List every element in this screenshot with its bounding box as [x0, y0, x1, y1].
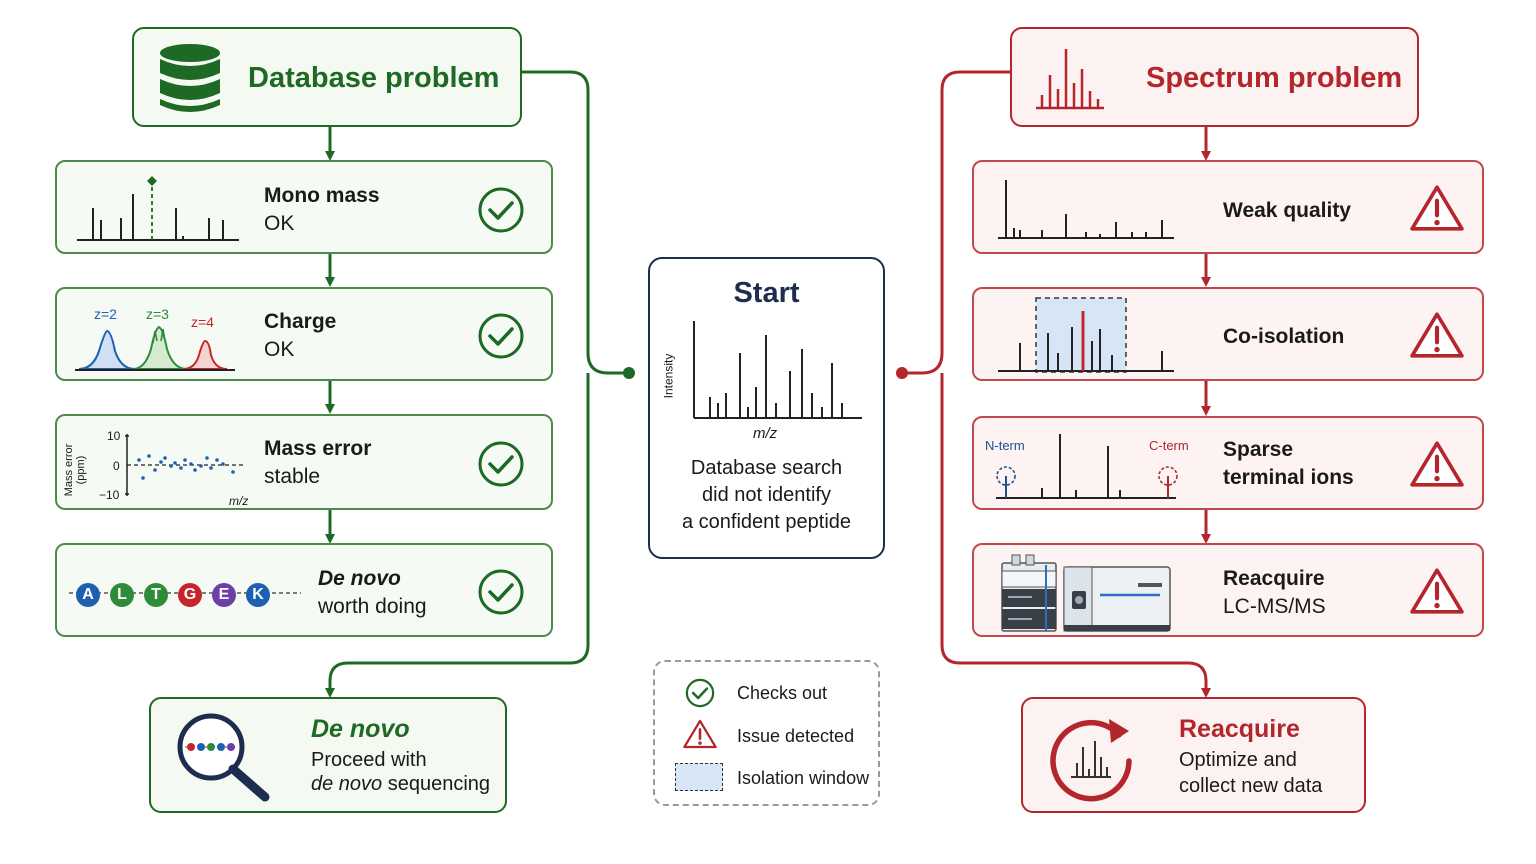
- sparse-title: Sparse: [1223, 438, 1294, 461]
- reacquire-outcome-line2: collect new data: [1179, 775, 1323, 797]
- red-trunk: [903, 70, 1010, 375]
- step-weak-quality: Weak quality: [972, 160, 1484, 254]
- co-isolation-title: Co-isolation: [1223, 325, 1345, 348]
- database-problem-header: Database problem: [132, 27, 522, 127]
- ytick-0: 0: [113, 459, 120, 473]
- residue-e: E: [212, 583, 236, 607]
- legend: Checks out Issue detected Isolation wind…: [653, 660, 880, 806]
- de-novo-italic: de novo: [311, 773, 383, 795]
- n-term-label: N-term: [985, 438, 1025, 453]
- isolation-window-swatch: [675, 763, 723, 791]
- start-line-2: did not identify: [702, 484, 831, 506]
- weak-spectrum: [998, 180, 1174, 239]
- refresh-cycle-icon: [1050, 719, 1132, 802]
- start-ylabel: Intensity: [661, 353, 676, 399]
- check-circle-icon: [685, 678, 715, 708]
- step-reacquire-lcms: Reacquire LC-MS/MS: [972, 543, 1484, 637]
- weak-quality-title: Weak quality: [1223, 199, 1351, 222]
- de-novo-title: De novo: [318, 567, 401, 590]
- warning-triangle-icon: [1410, 312, 1464, 358]
- start-xlabel: m/z: [753, 425, 778, 442]
- charge-title: Charge: [264, 310, 337, 333]
- reacquire-outcome: Reacquire Optimize and collect new data: [1021, 697, 1366, 813]
- green-branch-outcome: [325, 373, 590, 698]
- de-novo-status: worth doing: [318, 595, 427, 618]
- reacquire-step-sub: LC-MS/MS: [1223, 595, 1326, 618]
- step-mass-error: Mass error (ppm) 10 0 −10 m/z Mass error…: [55, 414, 553, 510]
- spectrum-problem-header: Spectrum problem: [1010, 27, 1419, 127]
- de-novo-outcome-line1: Proceed with: [311, 749, 427, 771]
- red-branch-outcome: [940, 373, 1211, 698]
- reacquire-step-title: Reacquire: [1223, 567, 1325, 590]
- start-title: Start: [733, 277, 800, 309]
- charge-state-peaks: [75, 325, 235, 371]
- database-icon: [160, 44, 220, 112]
- reacquire-outcome-line1: Optimize and: [1179, 749, 1297, 771]
- mono-mass-status: OK: [264, 212, 295, 235]
- sparse-subtitle: terminal ions: [1223, 466, 1354, 489]
- database-problem-title: Database problem: [248, 62, 500, 94]
- step-mono-mass: Mono mass OK: [55, 160, 553, 254]
- mass-error-ylabel: Mass error (ppm): [63, 443, 87, 497]
- legend-isolation-window: Isolation window: [737, 768, 870, 788]
- magnifier-icon: [177, 713, 270, 802]
- start-spectrum: [693, 321, 862, 419]
- residue-g: G: [178, 583, 202, 607]
- warning-triangle-icon: [1410, 441, 1464, 487]
- charge-status: OK: [264, 338, 295, 361]
- charge-label-z2: z=2: [94, 306, 117, 322]
- residue-t: T: [144, 583, 168, 607]
- sparse-spectrum: [996, 434, 1178, 499]
- legend-issue-detected: Issue detected: [737, 726, 855, 746]
- c-term-label: C-term: [1149, 438, 1189, 453]
- step-co-isolation: Co-isolation: [972, 287, 1484, 381]
- spectrum-icon: [1036, 49, 1104, 110]
- step-sparse-terminal: N-term C-term Sparse terminal ions: [972, 416, 1484, 510]
- check-circle-icon: [478, 441, 524, 487]
- check-circle-icon: [478, 187, 524, 233]
- co-isolation-spectrum: [998, 297, 1174, 373]
- residue-k: K: [246, 583, 270, 607]
- legend-checks-out: Checks out: [737, 683, 828, 703]
- mass-error-title: Mass error: [264, 437, 372, 460]
- residue-l: L: [110, 583, 134, 607]
- mono-mass-title: Mono mass: [264, 184, 380, 207]
- step-charge: z=2 z=3 z=4 Charge OK: [55, 287, 553, 381]
- warning-triangle-icon: [683, 719, 717, 749]
- mono-mass-spectrum: [77, 176, 239, 241]
- warning-triangle-icon: [1410, 568, 1464, 614]
- mass-error-status: stable: [264, 465, 321, 488]
- warning-triangle-icon: [1410, 185, 1464, 231]
- charge-label-z4: z=4: [191, 314, 214, 330]
- lc-ms-instrument-icon: [1001, 554, 1171, 632]
- residue-a: A: [76, 583, 100, 607]
- reacquire-outcome-title: Reacquire: [1179, 715, 1300, 743]
- de-novo-outcome-line2: de novo sequencing: [311, 773, 490, 796]
- start-line-3: a confident peptide: [681, 511, 852, 533]
- spectrum-problem-title: Spectrum problem: [1146, 62, 1403, 94]
- ytick-10: 10: [107, 429, 121, 443]
- start-line-1: Database search: [690, 457, 843, 479]
- check-circle-icon: [478, 569, 524, 615]
- de-novo-outcome: De novo Proceed with de novo sequencing: [149, 697, 507, 813]
- ytick-minus10: −10: [99, 488, 120, 502]
- charge-label-z3: z=3: [146, 306, 169, 322]
- green-trunk: [522, 70, 628, 375]
- de-novo-rest: sequencing: [382, 773, 491, 795]
- check-circle-icon: [478, 313, 524, 359]
- mass-error-scatter: [125, 434, 243, 496]
- mass-error-xlabel: m/z: [229, 494, 249, 508]
- start-node: Start Intensity m/z Database search did …: [648, 257, 885, 559]
- de-novo-outcome-title: De novo: [311, 715, 410, 743]
